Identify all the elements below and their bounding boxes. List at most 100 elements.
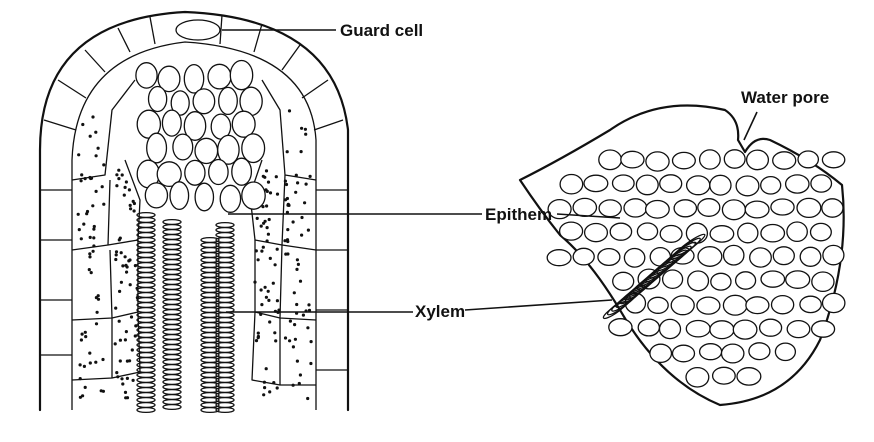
epithem-cell — [194, 137, 219, 165]
chloroplast-dot — [288, 319, 292, 323]
chloroplast-dot — [128, 203, 132, 207]
chloroplast-dot — [262, 221, 266, 225]
xylem-ring — [136, 221, 156, 229]
chloroplast-dot — [96, 146, 100, 150]
xylem-ring — [136, 286, 156, 294]
epithem-cell — [659, 224, 683, 243]
chloroplast-dot — [80, 173, 84, 177]
chloroplast-dot — [287, 109, 292, 113]
epithem-cell — [161, 109, 182, 137]
chloroplast-dot — [94, 360, 98, 364]
chloroplast-dot — [295, 267, 299, 271]
chloroplast-dot — [264, 169, 269, 173]
chloroplast-dot — [263, 386, 267, 390]
xylem-ring — [136, 386, 156, 394]
xylem-ring — [136, 251, 156, 259]
xylem-ring — [162, 293, 182, 301]
xylem-ring — [136, 406, 156, 414]
chloroplast-dot — [117, 168, 121, 172]
chloroplast-dot — [295, 302, 299, 307]
epithem-cell — [770, 198, 795, 216]
chloroplast-dot — [88, 252, 92, 256]
chloroplast-dot — [124, 396, 128, 400]
epithem-cell — [598, 149, 623, 171]
xylem-ring — [215, 406, 235, 414]
chloroplast-dot — [267, 217, 271, 222]
hydathode-cross-section — [518, 104, 846, 407]
xylem-ring — [136, 246, 156, 254]
epithem-cell — [809, 222, 832, 242]
chloroplast-dot — [121, 382, 125, 386]
chloroplast-dot — [94, 322, 99, 326]
chloroplast-dot — [307, 303, 311, 307]
epithem-cell — [670, 295, 695, 316]
epithem-cell — [811, 271, 835, 293]
epithem-cell — [796, 197, 822, 219]
epithem-cell — [661, 269, 684, 290]
epithem-cell — [583, 174, 609, 193]
label-guard-cell: Guard cell — [222, 21, 423, 40]
svg-text:Epithem: Epithem — [485, 205, 552, 224]
chloroplast-dot — [275, 192, 280, 196]
chloroplast-dot — [264, 367, 268, 371]
chloroplast-dot — [275, 299, 279, 303]
chloroplast-dot — [266, 289, 270, 293]
chloroplast-dot — [122, 193, 126, 197]
epithem-cell — [192, 88, 216, 115]
chloroplast-dot — [293, 337, 297, 341]
epithem-cell — [774, 342, 797, 362]
xylem-ring — [136, 301, 156, 309]
epithem-cell — [748, 342, 771, 361]
chloroplast-dot — [298, 279, 303, 283]
chloroplast-dot — [115, 371, 119, 375]
xylem-ring — [162, 223, 182, 231]
chloroplast-dot — [259, 312, 263, 316]
chloroplast-dot — [91, 204, 95, 208]
epithem-cell — [597, 247, 621, 267]
chloroplast-dot — [299, 150, 303, 154]
chloroplast-dot — [253, 280, 257, 284]
xylem-ring — [162, 268, 182, 276]
epithem-cell — [785, 270, 811, 289]
chloroplast-dot — [264, 295, 268, 299]
xylem-ring — [136, 401, 156, 409]
xylem-ring — [136, 231, 156, 239]
chloroplast-dot — [132, 209, 136, 213]
chloroplast-dot — [83, 330, 87, 334]
chloroplast-dot — [295, 359, 299, 363]
xylem-ring — [162, 243, 182, 251]
chloroplast-dot — [82, 222, 86, 226]
chloroplast-dot — [89, 271, 93, 275]
chloroplast-dot — [78, 377, 82, 381]
epithem-cell — [637, 318, 661, 337]
epithem-cell — [685, 175, 711, 196]
chloroplast-dot — [127, 188, 131, 192]
chloroplast-dot — [265, 239, 269, 243]
epithem-cell — [720, 343, 745, 364]
epithem-cell — [609, 222, 633, 241]
chloroplast-dot — [293, 323, 297, 327]
epithem-cell — [784, 174, 810, 194]
chloroplast-dot — [89, 176, 93, 181]
xylem-ring — [162, 318, 182, 326]
chloroplast-dot — [81, 122, 85, 127]
epithem-cell — [709, 225, 735, 243]
chloroplast-dot — [94, 154, 98, 158]
epithem-cell — [208, 158, 229, 186]
chloroplast-dot — [273, 331, 277, 335]
epithem-cell — [218, 86, 238, 116]
chloroplast-dot — [291, 345, 295, 349]
chloroplast-dot — [283, 179, 287, 183]
xylem-ring — [162, 393, 182, 401]
svg-text:Guard cell: Guard cell — [340, 21, 423, 40]
xylem-ring — [136, 281, 156, 289]
chloroplast-dot — [121, 264, 125, 268]
chloroplast-dot — [115, 173, 119, 177]
chloroplast-dot — [79, 179, 83, 183]
xylem-ring — [162, 378, 182, 386]
epithem-cell — [744, 200, 770, 219]
chloroplast-dot — [84, 335, 88, 339]
chloroplast-dot — [128, 359, 132, 363]
label-xylem: Xylem — [226, 299, 613, 321]
